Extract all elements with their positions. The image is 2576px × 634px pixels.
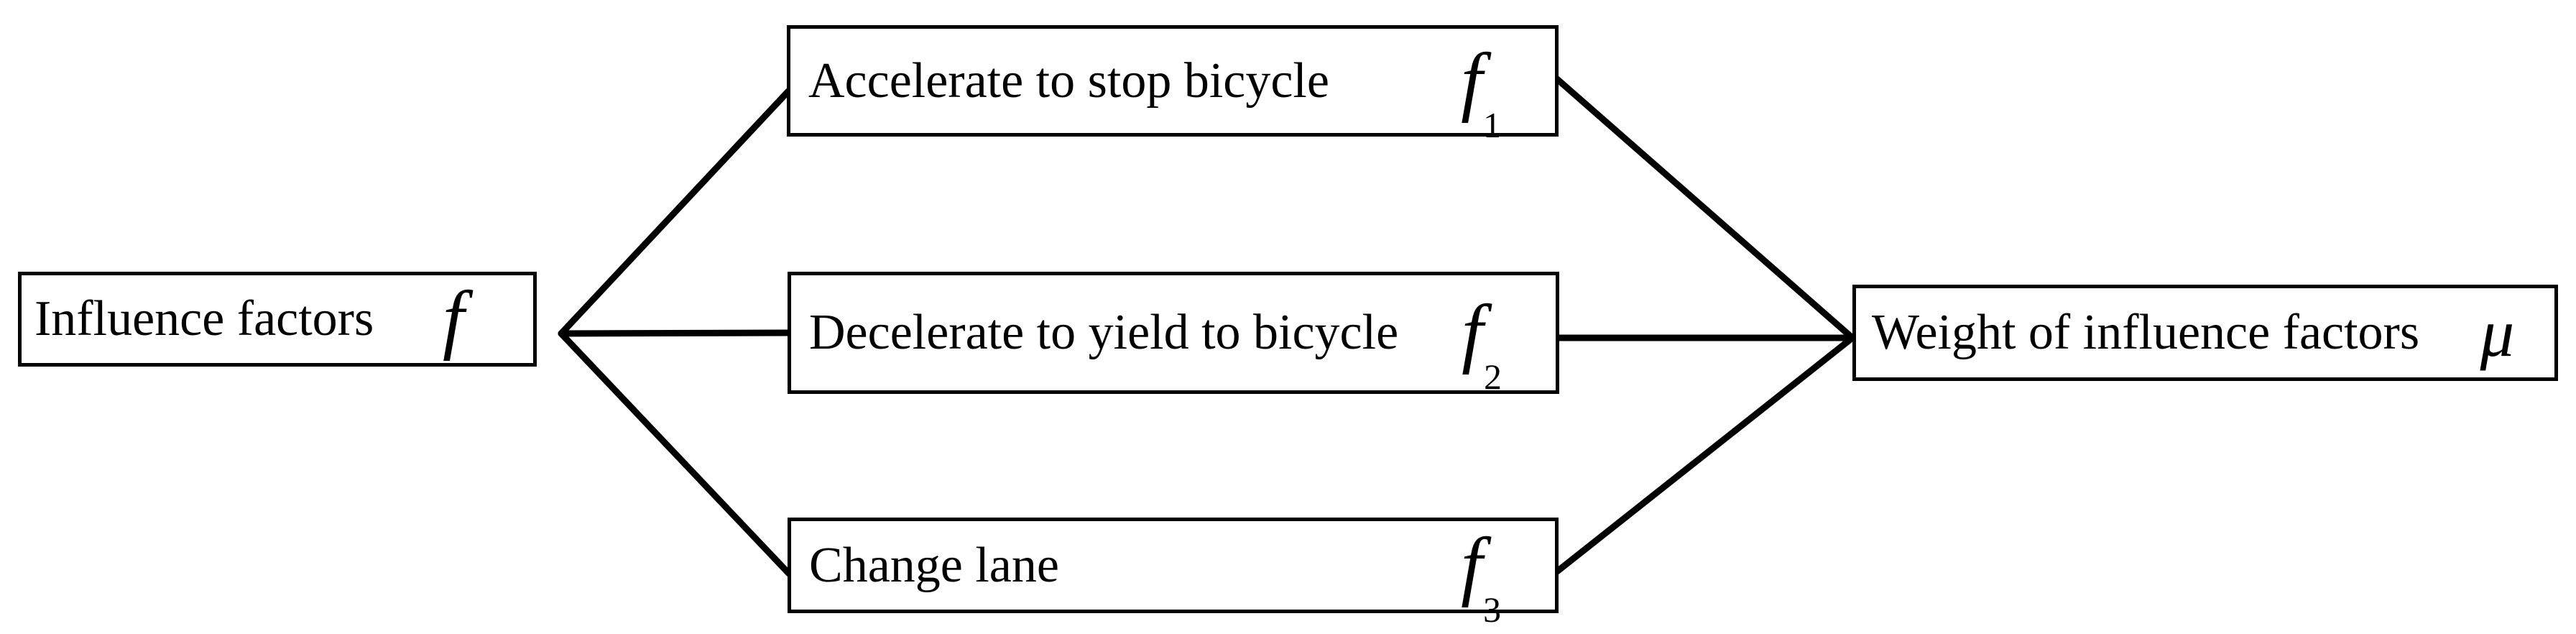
influence-factors-symbol: f: [443, 276, 465, 362]
accelerate-symbol-f1: f1: [1461, 37, 1501, 145]
decelerate-to-yield-box: Decelerate to yield to bicycle f2: [788, 272, 1559, 398]
edge-influence-to-accelerate: [558, 88, 792, 337]
weight-of-influence-factors-box: Weight of influence factors μ: [1852, 285, 2558, 381]
change-lane-box: Change lane f3: [788, 518, 1559, 630]
decelerate-label: Decelerate to yield to bicycle: [809, 305, 1399, 360]
influence-factors-box: Influence factors f: [18, 272, 537, 367]
weight-symbol-mu: μ: [2480, 294, 2515, 371]
decelerate-symbol-f2: f2: [1462, 290, 1502, 398]
edge-change-lane-to-weight: [1554, 334, 1856, 575]
influence-factors-label: Influence factors: [34, 291, 374, 346]
weight-label: Weight of influence factors: [1872, 305, 2420, 360]
edge-accelerate-to-weight: [1554, 75, 1856, 341]
accelerate-to-stop-bicycle-box: Accelerate to stop bicycle f1: [787, 25, 1559, 145]
change-lane-label: Change lane: [809, 537, 1059, 593]
edge-influence-to-change-lane: [558, 330, 793, 577]
edge-influence-to-decelerate: [558, 329, 793, 337]
change-lane-symbol-f3: f3: [1461, 522, 1501, 630]
accelerate-label: Accelerate to stop bicycle: [808, 52, 1329, 109]
